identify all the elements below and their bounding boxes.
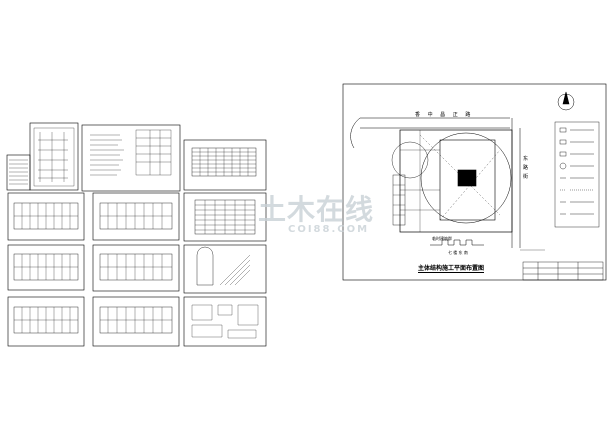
south-label: 七 楼 东 南 bbox=[448, 250, 468, 255]
north-road-label: 香 中 昌 正 路 bbox=[415, 112, 474, 118]
sheet-floor-plan-4 bbox=[92, 244, 180, 292]
sheet-design-notes bbox=[81, 124, 181, 192]
sheet-elevation bbox=[183, 139, 267, 191]
north-arrow-icon bbox=[557, 91, 575, 111]
east-road-label: 东 路 街 bbox=[523, 156, 529, 180]
sheet-section-grid bbox=[183, 192, 267, 242]
site-plan-sheet bbox=[342, 83, 607, 281]
sheet-cover-legend bbox=[6, 154, 31, 191]
sheet-floor-plan-3 bbox=[7, 244, 85, 291]
site-plan-title: 主体结构施工平面布置图 bbox=[418, 265, 485, 273]
site-legend bbox=[554, 121, 600, 228]
sheet-floor-plan-2 bbox=[92, 192, 180, 241]
sheet-system-diagram bbox=[29, 122, 79, 191]
courtyard-label: 临时建筑群 bbox=[432, 236, 452, 241]
sheet-staircase-detail bbox=[183, 244, 267, 294]
sheet-floor-plan-6 bbox=[92, 296, 180, 347]
sheet-details bbox=[183, 296, 267, 347]
sheet-floor-plan-5 bbox=[7, 296, 85, 347]
title-block bbox=[522, 261, 604, 281]
sheet-floor-plan-1 bbox=[7, 192, 85, 241]
